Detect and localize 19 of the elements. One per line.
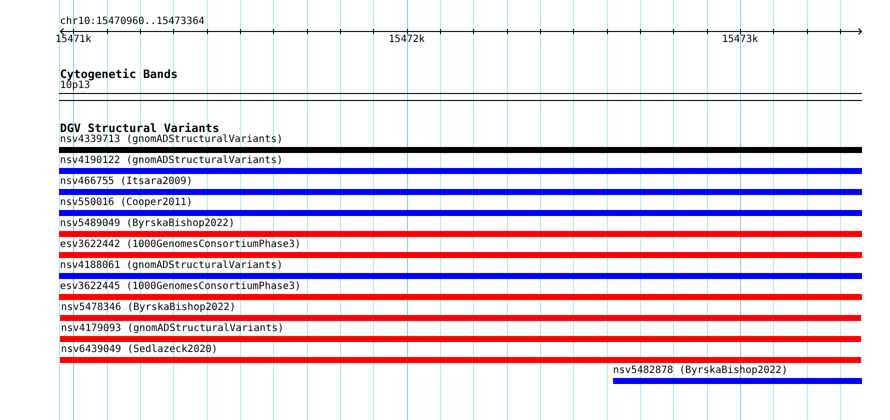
variant-label: nsv466755 (Itsara2009) <box>60 176 192 188</box>
variant-label: nsv6439049 (Sedlazeck2020) <box>61 344 218 356</box>
variant-label: nsv5489049 (ByrskaBishop2022) <box>60 218 235 230</box>
variant-label: nsv4179093 (gnomADStructuralVariants) <box>61 323 284 335</box>
variant-label: nsv4190122 (gnomADStructuralVariants) <box>60 155 283 167</box>
variant-label: nsv5478346 (ByrskaBishop2022) <box>61 302 236 314</box>
variant-label: nsv4188061 (gnomADStructuralVariants) <box>60 260 283 272</box>
variant-label: nsv5482878 (ByrskaBishop2022) <box>613 365 788 377</box>
variant-label: nsv4339713 (gnomADStructuralVariants) <box>60 134 283 146</box>
variant-label: nsv550016 (Cooper2011) <box>60 197 192 209</box>
track-title: Cytogenetic Bands <box>60 67 178 81</box>
track-title: DGV Structural Variants <box>60 120 220 134</box>
tick-label: 15471k <box>55 34 92 46</box>
tick-label: 15473k <box>722 34 758 46</box>
region-coordinates: chr10:15470960..15473364 <box>60 16 204 28</box>
band-label: 10p13 <box>60 80 90 92</box>
variant-label: esv3622442 (1000GenomesConsortiumPhase3) <box>60 239 301 251</box>
tick-label: 15472k <box>388 34 425 46</box>
variant-label: esv3622445 (1000GenomesConsortiumPhase3) <box>60 281 301 293</box>
